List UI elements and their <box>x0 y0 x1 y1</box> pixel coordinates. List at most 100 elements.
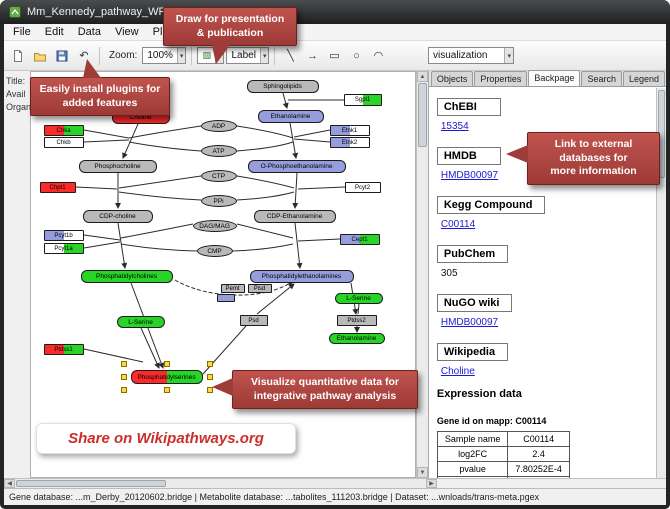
menu-item-data[interactable]: Data <box>77 26 101 38</box>
canvas-horizontal-scrollbar[interactable]: ◀ ▶ <box>4 478 666 488</box>
pathway-node[interactable] <box>216 294 235 302</box>
scroll-left-icon[interactable]: ◀ <box>4 479 15 488</box>
backpage-section-header: ChEBI <box>436 98 501 116</box>
callout-arrow-left <box>506 145 528 163</box>
tab-backpage[interactable]: Backpage <box>528 70 581 86</box>
ellipse-tool-icon[interactable]: ○ <box>353 49 360 62</box>
backpage-section-header: PubChem <box>436 245 509 263</box>
callout-text: Easily install plugins for <box>39 83 161 95</box>
visualization-combobox[interactable]: visualization ▾ <box>428 47 514 64</box>
menu-item-edit[interactable]: Edit <box>44 26 64 38</box>
pathway-node[interactable]: Phosphatidylcholines <box>80 270 173 283</box>
pathway-node[interactable]: Chpt1 <box>39 182 76 193</box>
arc-tool-icon[interactable]: ◠ <box>373 50 384 62</box>
toolbar-tools: ╲ → ▭ ○ ◠ <box>280 46 388 66</box>
pathway-node[interactable]: O-Phosphoethanolamine <box>247 160 346 173</box>
backpage-link[interactable]: C00114 <box>440 219 476 230</box>
zoom-combobox[interactable]: 100% ▾ <box>142 47 187 64</box>
pathway-node[interactable]: Pisd <box>247 284 272 293</box>
callout-arrow-left <box>212 378 233 396</box>
open-file-button[interactable] <box>30 46 50 66</box>
pathway-node[interactable]: Pcyt2 <box>344 182 381 193</box>
canvas-vertical-scrollbar[interactable]: ▲ ▼ <box>416 71 428 478</box>
pathway-node[interactable]: Phosphatidylethanolamines <box>249 270 354 283</box>
pathway-node[interactable]: Sphingolipids <box>246 80 319 93</box>
chevron-down-icon: ▾ <box>259 48 269 63</box>
visualization-value: visualization <box>433 50 488 61</box>
scroll-down-icon[interactable]: ▼ <box>417 467 428 478</box>
callout-text: added features <box>62 96 138 109</box>
pathway-node[interactable]: Pcyt1a <box>43 243 84 254</box>
callout-plugins-annotation: Easily install plugins for added feature… <box>30 59 170 117</box>
pathway-node[interactable]: L-Serine <box>334 293 383 304</box>
selection-handle[interactable] <box>120 361 127 367</box>
selection-handle[interactable] <box>163 387 170 393</box>
backpage-link[interactable]: HMDB00097 <box>440 317 499 328</box>
scrollbar-thumb[interactable] <box>418 83 427 147</box>
pathway-node[interactable]: Pcyt1b <box>43 230 84 241</box>
tab-legend[interactable]: Legend <box>622 71 666 86</box>
pathway-node[interactable]: Phosphatidylserines <box>130 370 203 384</box>
menu-item-file[interactable]: File <box>13 26 31 38</box>
pathway-node[interactable]: L-Serine <box>116 316 165 328</box>
gene-id-line: Gene id on mapp: C00114 <box>436 416 547 426</box>
pathway-node[interactable]: Cept1 <box>339 234 380 245</box>
line-tool-icon[interactable]: ╲ <box>287 50 294 62</box>
pathway-node[interactable]: ADP <box>200 120 237 132</box>
selection-handle[interactable] <box>120 387 127 393</box>
pathway-node[interactable]: CDP-Ethanolamine <box>253 210 336 223</box>
menu-item-view[interactable]: View <box>114 26 139 38</box>
label-dropdown[interactable]: Label ▾ <box>226 47 270 64</box>
pathway-node[interactable]: Etnk2 <box>329 137 370 148</box>
pathway-node[interactable]: Psd <box>239 315 268 326</box>
zoom-value: 100% <box>147 50 173 61</box>
backpage-link[interactable]: Choline <box>440 366 475 377</box>
pathway-node[interactable]: CTP <box>200 170 237 182</box>
title-bar[interactable]: Mm_Kennedy_pathway_WP1771_45176.gpml <box>0 0 670 24</box>
pathway-node[interactable]: Phosphocholine <box>78 160 157 173</box>
new-file-button[interactable] <box>8 46 28 66</box>
pathway-node[interactable]: CMP <box>196 245 233 257</box>
callout-text: Link to external <box>554 138 633 150</box>
table-row: typemet <box>436 476 570 478</box>
pathway-node[interactable]: Pemt <box>220 284 245 293</box>
pathway-node[interactable]: Ethanolamine <box>257 110 324 123</box>
callout-text: & publication <box>196 26 264 39</box>
callout-arrow-up <box>83 59 101 78</box>
selection-handle[interactable] <box>163 361 170 367</box>
pathway-node[interactable]: ATP <box>200 145 237 157</box>
rectangle-tool-icon[interactable]: ▭ <box>329 50 340 62</box>
undo-icon[interactable]: ↶ <box>79 50 89 62</box>
pathway-node[interactable]: Etnk1 <box>329 125 370 136</box>
scrollbar-track[interactable]: ◀ ▶ <box>4 478 437 488</box>
pathway-node[interactable]: Chkb <box>43 137 84 148</box>
backpage-value: 305 <box>440 268 458 279</box>
backpage-link[interactable]: HMDB00097 <box>440 170 499 181</box>
app-icon <box>9 6 21 18</box>
pathway-node[interactable]: Ptdss1 <box>43 344 84 355</box>
scroll-right-icon[interactable]: ▶ <box>426 479 437 488</box>
pathway-node[interactable]: Sgpl1 <box>343 94 382 106</box>
tab-search[interactable]: Search <box>581 71 622 86</box>
selection-handle[interactable] <box>120 374 127 380</box>
pathway-node[interactable]: DAG/MAG <box>192 220 237 232</box>
tab-objects[interactable]: Objects <box>430 71 474 86</box>
pathway-node[interactable]: Chka <box>43 125 84 136</box>
table-cell: Sample name <box>436 431 509 447</box>
backpage-link[interactable]: 15354 <box>440 121 469 132</box>
tab-properties[interactable]: Properties <box>474 71 528 86</box>
arrow-tool-icon[interactable]: → <box>306 49 318 62</box>
pathway-node[interactable]: Ethanolamine <box>328 333 385 344</box>
scrollbar-thumb[interactable] <box>16 480 166 487</box>
selection-handle[interactable] <box>206 374 213 380</box>
selection-handle[interactable] <box>206 361 213 367</box>
save-file-button[interactable] <box>52 46 72 66</box>
pathway-node[interactable]: PPi <box>200 195 237 207</box>
pathway-node[interactable]: Ptdss2 <box>336 315 377 326</box>
pathway-node[interactable]: CDP-choline <box>82 210 153 223</box>
scroll-up-icon[interactable]: ▲ <box>417 71 428 82</box>
